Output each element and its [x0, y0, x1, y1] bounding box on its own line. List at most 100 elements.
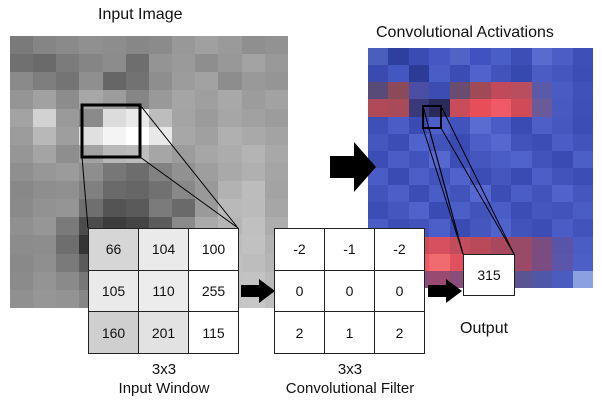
activation-pixel [470, 116, 491, 134]
input-image-pixel [218, 162, 242, 182]
input-image-pixel [241, 108, 265, 127]
activation-pixel [531, 270, 553, 288]
activation-pixel [388, 167, 409, 186]
activation-pixel [408, 185, 430, 203]
activation-pixel [572, 202, 593, 220]
activations-title: Convolutional Activations [376, 24, 554, 41]
input-image-pixel [33, 217, 57, 236]
activation-pixel [531, 167, 553, 186]
input-window-cell: 160 [88, 311, 139, 354]
input-image-pixel [10, 235, 34, 254]
input-window-caption-line1: 3x3 [151, 361, 177, 378]
input-image-pixel [56, 108, 80, 127]
activation-pixel [531, 202, 553, 220]
input-image-pixel [56, 126, 80, 145]
activation-pixel [429, 167, 450, 186]
activation-pixel [572, 270, 593, 288]
activation-pixel [490, 185, 512, 203]
input-image-pixel [264, 199, 288, 218]
input-image-pixel [102, 90, 126, 109]
activation-pixel [429, 219, 450, 237]
input-image-pixel [241, 253, 265, 272]
input-image-pixel [79, 72, 103, 91]
activation-pixel [552, 116, 573, 134]
input-image-pixel [10, 54, 34, 73]
activation-pixel [531, 133, 553, 151]
arrow-to-output-icon [428, 279, 462, 303]
input-image-pixel [264, 54, 288, 73]
activation-pixel [449, 82, 471, 100]
activation-pixel [490, 48, 512, 66]
activation-pixel [368, 48, 389, 66]
activation-pixel [572, 48, 593, 66]
activation-pixel [552, 133, 573, 151]
activation-pixel [511, 270, 532, 288]
activation-pixel [552, 185, 573, 203]
input-image-pixel [172, 144, 196, 163]
activation-pixel [429, 150, 450, 168]
input-window-caption: 3x3 Input Window [94, 360, 234, 398]
input-image-pixel [172, 162, 196, 182]
input-image-pixel [33, 90, 57, 109]
input-image-pixel [195, 199, 219, 218]
arrow-to-filter-icon [241, 279, 275, 303]
activation-pixel [531, 150, 553, 168]
input-image-pixel [33, 253, 57, 272]
activation-pixel [490, 99, 512, 117]
input-image-pixel [125, 36, 149, 55]
activation-pixel [368, 202, 389, 220]
input-image-pixel [10, 253, 34, 272]
input-image-pixel [172, 108, 196, 127]
activation-pixel [408, 99, 430, 117]
activation-pixel [368, 99, 389, 117]
input-image-pixel [33, 108, 57, 127]
activation-pixel [572, 99, 593, 117]
input-image-pixel [102, 54, 126, 73]
input-image-pixel [172, 90, 196, 109]
activation-pixel [449, 219, 471, 237]
input-image-pixel [79, 162, 103, 182]
input-image-pixel [218, 199, 242, 218]
input-window-cell: 105 [88, 269, 139, 313]
output-label: Output [460, 320, 509, 337]
filter-cell: 2 [374, 311, 425, 354]
input-image-pixel [148, 144, 173, 163]
activation-pixel [572, 236, 593, 254]
input-image-pixel [79, 181, 103, 200]
activation-pixel [368, 116, 389, 134]
activation-pixel [531, 65, 553, 83]
activation-pixel [408, 65, 430, 83]
input-image-pixel [102, 199, 126, 218]
input-image-pixel [218, 72, 242, 91]
input-image-pixel [172, 36, 196, 55]
input-image-pixel [195, 162, 219, 182]
input-image-pixel [79, 54, 103, 73]
input-image-pixel [241, 90, 265, 109]
activation-pixel [470, 48, 491, 66]
activation-pixel [531, 236, 553, 254]
activation-pixel [388, 99, 409, 117]
activation-pixel [531, 185, 553, 203]
input-image-pixel [125, 54, 149, 73]
input-image-pixel [56, 289, 80, 308]
activation-pixel [408, 48, 430, 66]
activation-pixel [470, 185, 491, 203]
activation-pixel [408, 202, 430, 220]
input-image-pixel [241, 144, 265, 163]
activation-pixel [368, 150, 389, 168]
input-image-pixel [56, 199, 80, 218]
activation-pixel [511, 185, 532, 203]
input-image-pixel [102, 72, 126, 91]
input-image-pixel [56, 217, 80, 236]
activation-pixel [572, 65, 593, 83]
activation-pixel [531, 82, 553, 100]
input-image-pixel [10, 271, 34, 290]
activation-pixel [572, 253, 593, 271]
activation-pixel [572, 150, 593, 168]
activation-pixel [368, 133, 389, 151]
activation-pixel [490, 116, 512, 134]
activation-pixel [490, 167, 512, 186]
input-image-pixel [56, 235, 80, 254]
input-image-pixel [195, 144, 219, 163]
